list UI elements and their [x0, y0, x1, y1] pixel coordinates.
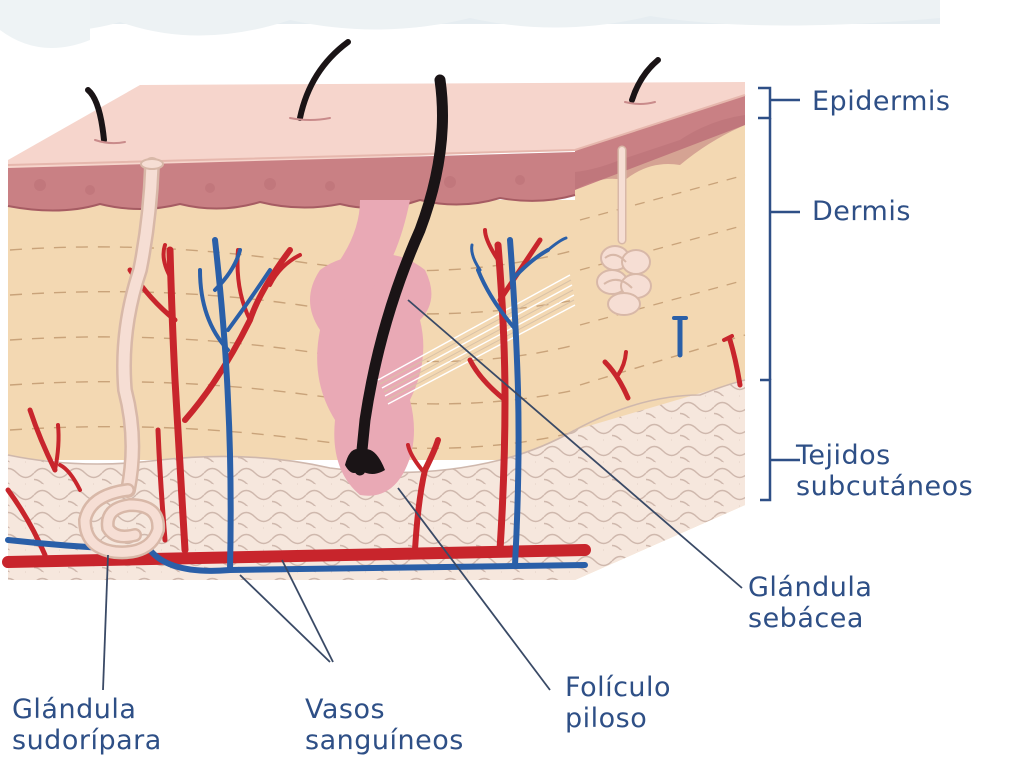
- dermis-layer: [8, 200, 576, 460]
- leader-lines: [102, 299, 743, 691]
- hair-follicle: [310, 74, 576, 496]
- label-dermis: Dermis: [812, 196, 911, 227]
- label-glandula-sebacea: Glándula sebácea: [748, 572, 873, 634]
- block-side-face: [574, 95, 746, 580]
- background-haze: [0, 0, 940, 48]
- label-vasos-sanguineos: Vasos sanguíneos: [305, 694, 464, 756]
- arteries: [2, 228, 591, 568]
- label-tejidos-subcutaneos: Tejidos subcutáneos: [796, 440, 974, 502]
- label-epidermis: Epidermis: [812, 86, 951, 117]
- layer-bracket: [758, 86, 800, 502]
- label-glandula-sudoripara: Glándula sudorípara: [12, 694, 162, 756]
- sweat-gland: [77, 157, 166, 560]
- label-foliculo-piloso: Folículo piloso: [565, 672, 672, 734]
- surface-hairs: [85, 39, 661, 145]
